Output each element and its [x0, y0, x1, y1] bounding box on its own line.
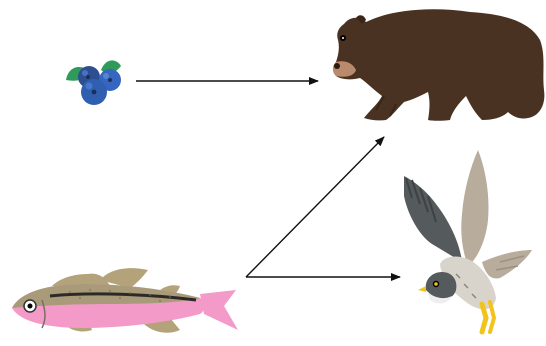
blueberries-icon: [66, 60, 121, 105]
falcon-icon: [404, 150, 532, 332]
arrows-group: [136, 81, 400, 277]
bear-icon: [333, 9, 544, 121]
fish-icon: [12, 268, 238, 333]
arrow-fish-to-bear: [246, 137, 384, 277]
